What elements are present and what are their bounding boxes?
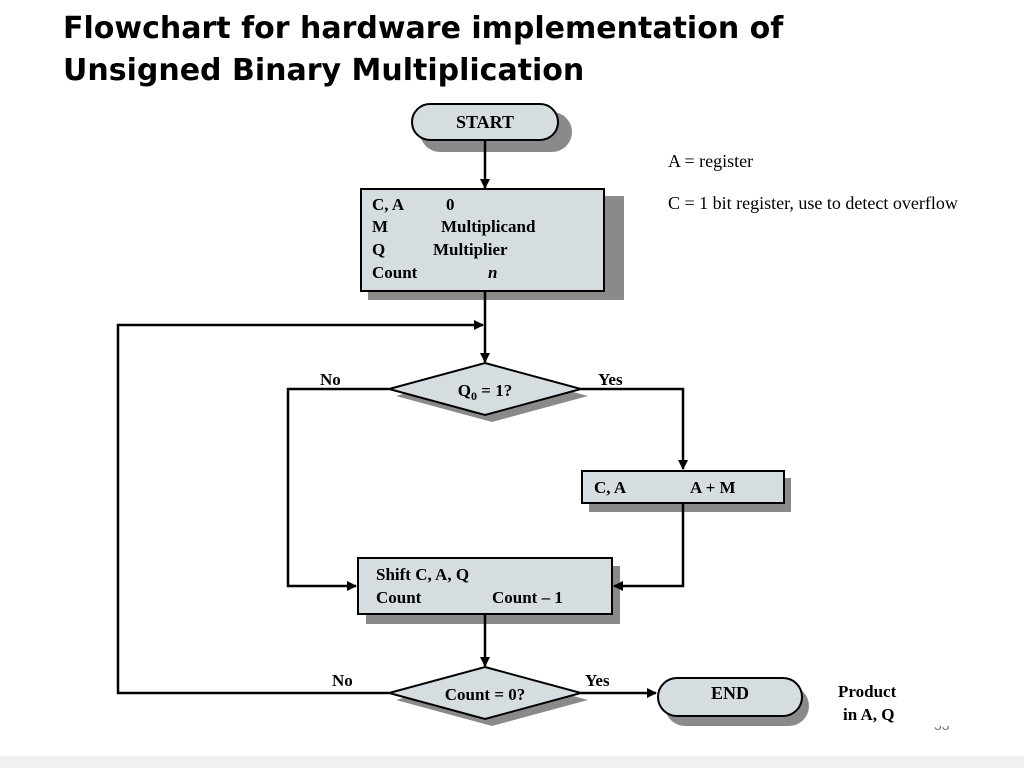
shift-box: Shift C, A, Q Count Count – 1 [357,557,620,624]
decision-count-label: Count = 0? [445,685,526,704]
shift-line-2-right: Count – 1 [492,588,563,607]
init-row-2-left: M [372,217,388,236]
arrow-add-to-shift [613,503,685,591]
decision-q0-main: Q [458,381,471,400]
decision-count-yes-label: Yes [585,671,610,690]
init-row-4-right: n [488,263,497,282]
start-terminal: START [411,103,572,152]
init-row-1-left: C, A [372,195,405,214]
arrow-q0-no-to-shift [286,387,389,591]
product-line-2: in A, Q [843,705,895,724]
decision-q0-no-label: No [320,370,341,389]
arrow-q0-yes-to-add [581,387,688,470]
decision-q0-yes-label: Yes [598,370,623,389]
page-number: 33 [934,726,964,742]
title-line-2: Unsigned Binary Multiplication [63,53,585,88]
connectors [116,140,688,698]
decision-q0-tail: = 1? [477,381,512,400]
add-box: C, A A + M [581,470,791,512]
end-label: END [711,683,749,703]
start-label: START [456,112,514,132]
init-row-4-left: Count [372,263,418,282]
shift-line-2-left: Count [376,588,422,607]
product-line-1: Product [838,682,897,701]
add-left: C, A [594,478,627,497]
init-box: C, A 0 M Multiplicand Q Multiplier Count… [360,188,624,300]
decision-count-no-label: No [332,671,353,690]
add-right: A + M [690,478,736,497]
init-row-3-right: Multiplier [433,240,508,259]
footer-band [0,756,1024,768]
page-title: Flowchart for hardware implementation of… [63,8,783,92]
end-terminal: END [657,677,809,726]
decision-q0-subscript: 0 [471,389,477,403]
arrow-count-no-loop [116,320,484,695]
init-row-3-left: Q [372,240,385,259]
note-a-register: A = register [668,151,754,171]
note-c-register: C = 1 bit register, use to detect overfl… [668,193,958,213]
decision-q0-label: Q0 = 1? [458,381,512,403]
shift-line-1: Shift C, A, Q [376,565,469,584]
decision-q0: Q0 = 1? [385,361,588,422]
title-line-1: Flowchart for hardware implementation of [63,11,784,46]
init-row-2-right: Multiplicand [441,217,536,236]
init-row-1-right: 0 [446,195,455,214]
decision-count: Count = 0? [385,665,588,726]
